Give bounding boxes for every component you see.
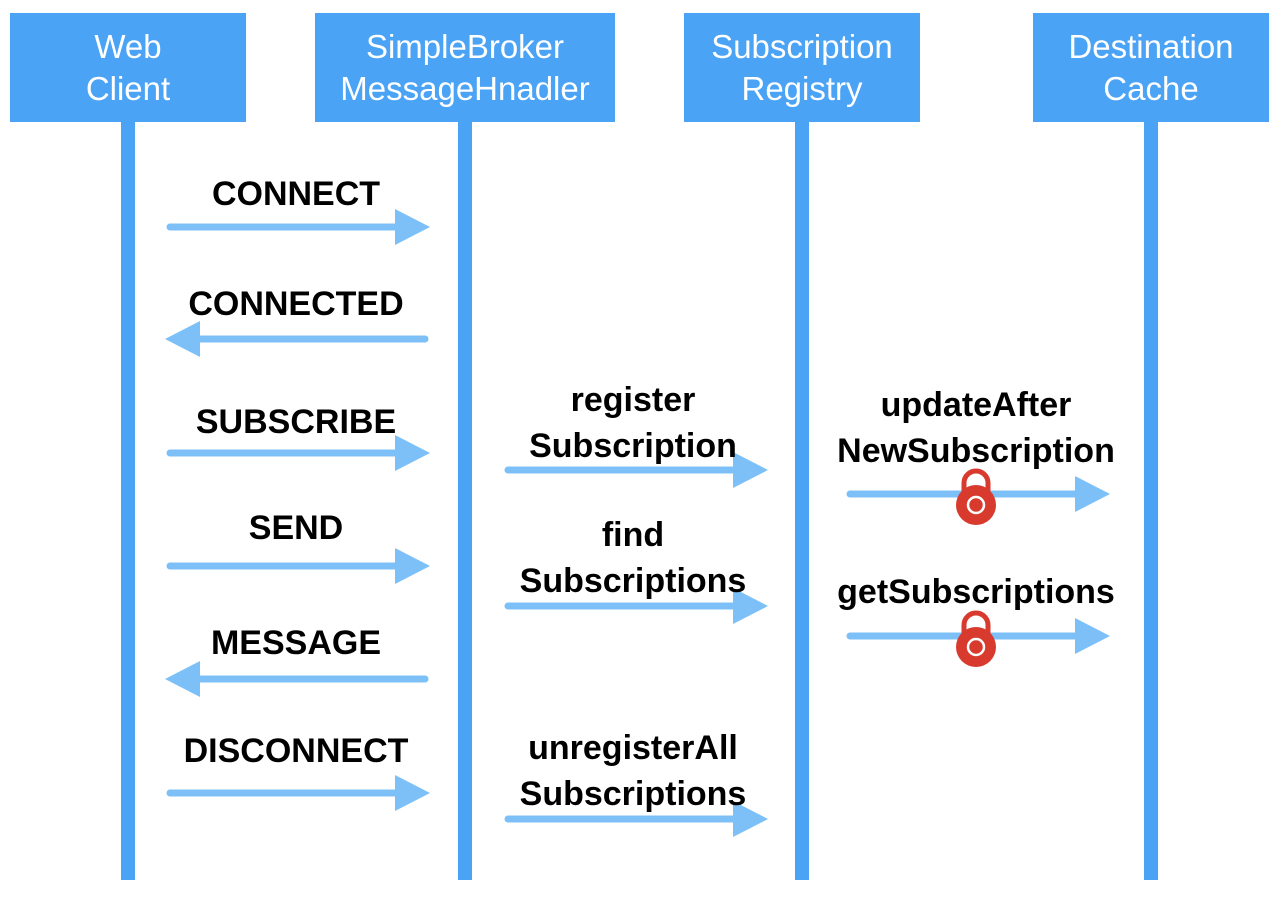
participant-label-line2: Client (85, 69, 171, 107)
arrow-message (165, 661, 425, 697)
lock-icon (956, 610, 996, 667)
lifeline-simple-broker (458, 122, 472, 880)
lifeline-web-client (121, 122, 135, 880)
participant-label-line2: Cache (1103, 69, 1199, 107)
message-label-send: SEND (249, 505, 343, 551)
message-label-text: Subscriptions (519, 775, 747, 813)
arrow-send (170, 548, 430, 584)
message-label-update-after-new-subscription: updateAfter NewSubscription (837, 382, 1115, 474)
participant-label-line1: Web (94, 27, 162, 65)
message-label-connected: CONNECTED (188, 281, 403, 327)
message-label-unregister-all-subscriptions: unregisterAll Subscriptions (520, 725, 747, 817)
message-label-text: Subscription (529, 427, 737, 465)
participant-label-line1: Subscription (711, 27, 893, 65)
message-label-text: CONNECTED (188, 285, 404, 323)
message-label-subscribe: SUBSCRIBE (196, 399, 396, 445)
participant-label-line1: SimpleBroker (365, 27, 565, 65)
message-label-text: Subscriptions (519, 562, 747, 600)
message-label-disconnect: DISCONNECT (184, 728, 409, 774)
lifeline-destination-cache (1144, 122, 1158, 880)
participant-label-line2: MessageHnadler (340, 69, 590, 107)
message-label-text: find (601, 516, 665, 554)
message-label-text: register (570, 381, 696, 419)
participant-simple-broker: SimpleBroker MessageHnadler (315, 13, 615, 122)
message-label-get-subscriptions: getSubscriptions (837, 569, 1115, 615)
participant-label-line2: Registry (741, 69, 863, 107)
message-label-text: SEND (248, 509, 344, 547)
arrow-disconnect (170, 775, 430, 811)
message-label-register-subscription: register Subscription (529, 377, 737, 469)
message-label-text: SUBSCRIBE (195, 403, 397, 441)
message-label-find-subscriptions: find Subscriptions (520, 512, 747, 604)
message-label-text: DISCONNECT (183, 732, 409, 770)
participant-subscription-registry: Subscription Registry (684, 13, 920, 122)
participant-destination-cache: Destination Cache (1033, 13, 1269, 122)
message-label-connect: CONNECT (212, 171, 380, 217)
participant-label-line1: Destination (1068, 27, 1234, 65)
message-label-text: getSubscriptions (837, 573, 1115, 611)
message-label-text: unregisterAll (528, 729, 738, 767)
message-label-message: MESSAGE (211, 620, 381, 666)
message-label-text: updateAfter (880, 386, 1072, 424)
message-label-text: NewSubscription (837, 432, 1115, 470)
message-label-text: CONNECT (211, 175, 381, 213)
participant-web-client: Web Client (10, 13, 246, 122)
lock-icon (956, 468, 996, 525)
message-label-text: MESSAGE (210, 624, 382, 662)
lifeline-subscription-registry (795, 122, 809, 880)
